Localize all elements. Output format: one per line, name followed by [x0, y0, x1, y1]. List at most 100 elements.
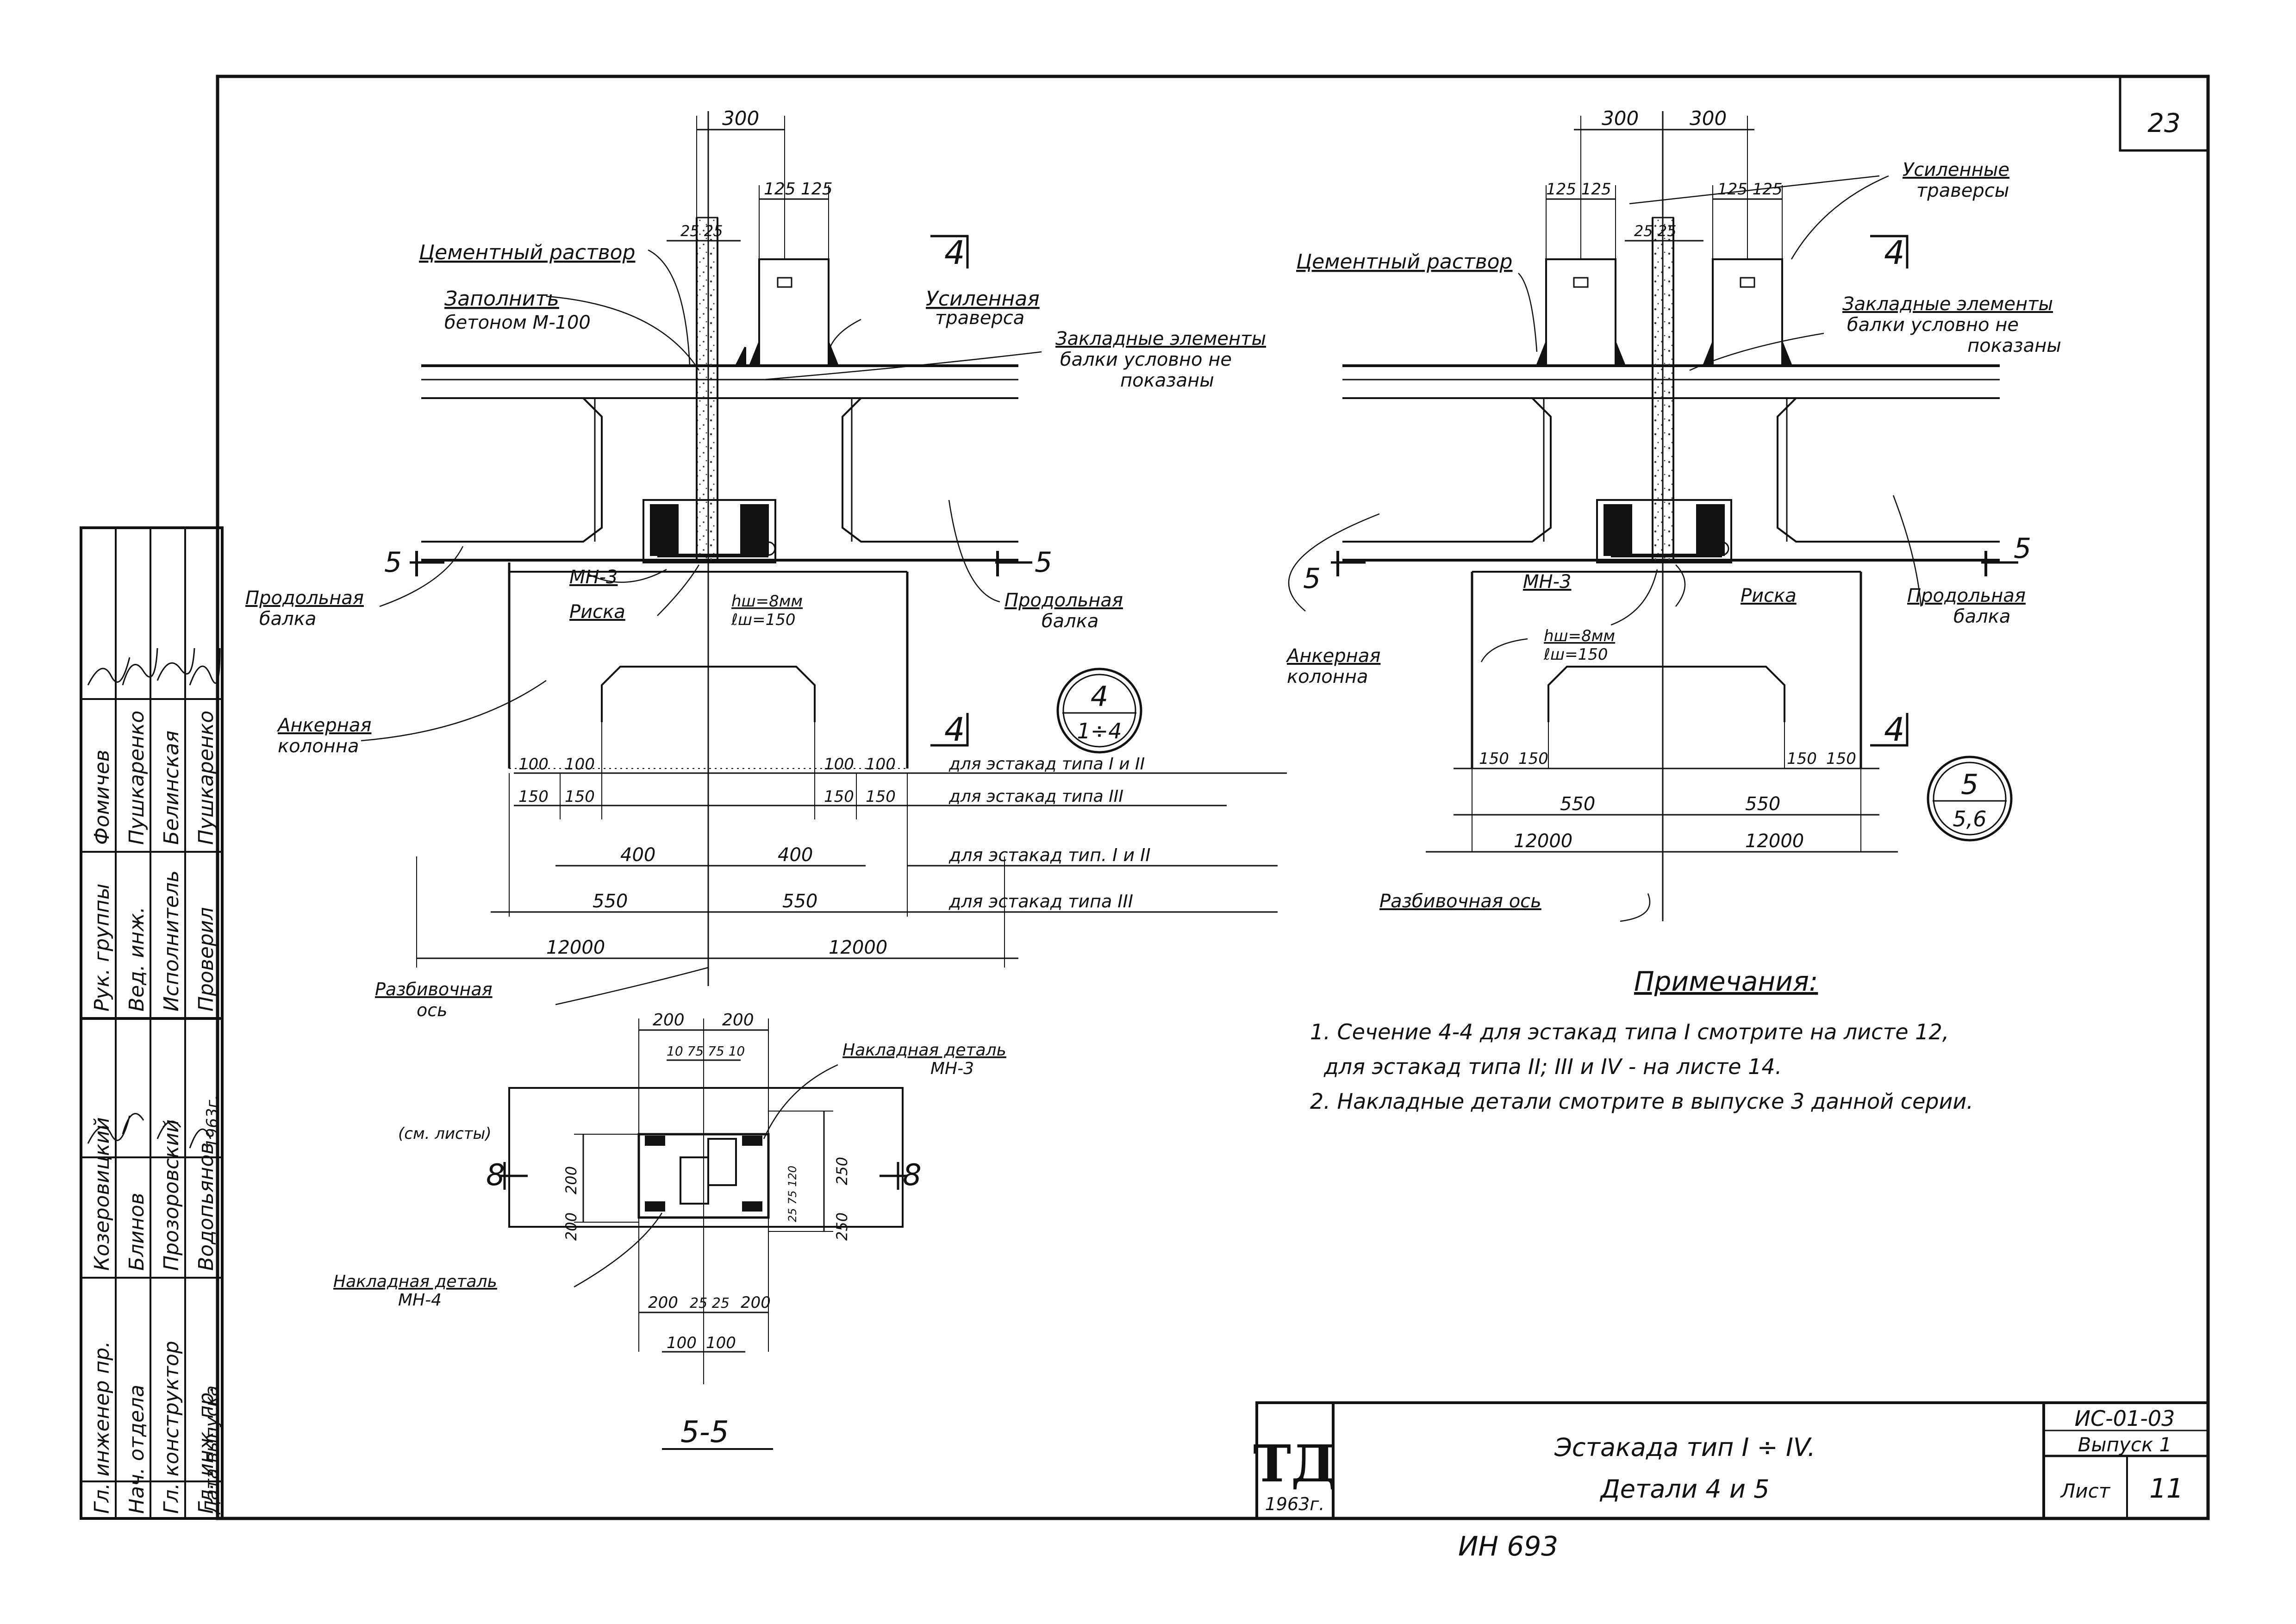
s-dim-200-a: 200 [653, 1011, 685, 1030]
dim-550-2: 550 [782, 891, 817, 912]
section-mark-5-left: 5 [384, 546, 402, 579]
s-mn3-label: Накладная деталь [842, 1041, 1006, 1060]
r-dim-550-1: 550 [1560, 793, 1595, 815]
stamp-name-b1: Фомичев [90, 750, 114, 845]
s-mn3-label-2: МН-3 [930, 1059, 974, 1078]
stamp-name-2: Блинов [125, 1193, 149, 1271]
stamp-name-1: Козеровицкий [90, 1117, 114, 1271]
s-b-25-25: 25 25 [690, 1295, 730, 1312]
r-traverses-label: Усиленные [1903, 159, 2009, 181]
weld-length: ℓш=150 [731, 611, 796, 629]
r-embedded-3: показаны [1967, 335, 2061, 356]
dim-125-a: 125 [764, 180, 796, 199]
cement-mortar-label: Цементный раствор [419, 241, 635, 264]
dim-150-1: 150 [518, 787, 549, 806]
note-2: 2. Накладные детали смотрите в выпуске 3… [1310, 1089, 1973, 1114]
section-mark-4-top: 4 [944, 234, 965, 272]
s-b-200-b: 200 [741, 1293, 771, 1312]
layout-axis-label-2: ось [417, 1000, 448, 1020]
r-circle-den: 5,6 [1953, 806, 1986, 831]
sheet-number: 11 [2149, 1473, 2184, 1504]
r-mn3: МН-3 [1523, 571, 1571, 593]
concrete-fill [696, 217, 718, 563]
section-mark-5-right: 5 [1035, 546, 1052, 579]
r-dim-12000-2: 12000 [1745, 831, 1804, 852]
note-types-3-b: для эстакад типа III [948, 891, 1133, 912]
notes-title: Примечания: [1634, 966, 1818, 997]
note-types-1-2-b: для эстакад тип. I и II [948, 845, 1151, 865]
r-dim-150-3: 150 [1787, 750, 1817, 768]
r-embedded-2: балки условно не [1847, 314, 2019, 336]
dim-150-2: 150 [565, 787, 595, 806]
section-mark-4-bottom: 4 [944, 711, 965, 749]
dim-125-b: 125 [801, 180, 833, 199]
title-block [1255, 1401, 2209, 1520]
issue-label: Выпуск 1 [2078, 1433, 2172, 1456]
embedded-label-3: показаны [1120, 370, 1214, 391]
embedded-label-2: балки условно не [1060, 349, 1232, 370]
note-1-line-1: 1. Сечение 4-4 для эстакад типа I смотри… [1310, 1019, 1949, 1044]
r-section-5-left: 5 [1303, 562, 1321, 595]
r-dim-125-a: 125 125 [1546, 180, 1611, 199]
anchor-column-label: Анкерная [276, 715, 371, 736]
r-dim-150-1: 150 [1479, 750, 1509, 768]
r-cement-mortar: Цементный раствор [1296, 250, 1512, 274]
series-code: ИС-01-03 [2075, 1406, 2175, 1431]
anchor-column-label-2: колонна [278, 736, 359, 757]
s-v-200-a: 200 [562, 1166, 580, 1194]
dim-550-1: 550 [593, 891, 628, 912]
weld-height: hш=8мм [731, 592, 803, 611]
approval-stamp: Гл. инженер пр. Нач. отдела Гл. конструк… [80, 526, 224, 1520]
r-dim-12000-1: 12000 [1514, 831, 1572, 852]
dim-100-2: 100 [565, 755, 595, 774]
s-inner-dims: 25 75 120 [786, 1166, 799, 1222]
stamp-role-b2: Вед. инж. [125, 906, 149, 1012]
right-detail [1288, 111, 2018, 922]
stamp-role-b4: Проверил [194, 907, 218, 1012]
r-long-beam: Продольная [1907, 585, 2026, 606]
title-block-text: ТД 1963г. Эстакада тип I ÷ IV. Детали 4 … [1253, 1406, 2184, 1514]
r-section-4-bottom: 4 [1884, 711, 1905, 749]
r-riska: Риска [1741, 585, 1797, 606]
dim-12000-2: 12000 [829, 937, 887, 958]
s-v-250-b: 250 [833, 1212, 851, 1241]
r-dim-125-b: 125 125 [1717, 180, 1783, 199]
note-types-3-a: для эстакад типа III [948, 787, 1123, 806]
r-dim-150-2: 150 [1518, 750, 1548, 768]
stamp-name-b3: Белинская [160, 731, 183, 845]
r-traverses-label-2: траверсы [1916, 180, 2009, 201]
dim-400-1: 400 [620, 844, 655, 866]
stamp-name-3: Прозоровский [160, 1119, 183, 1271]
stamp-role-2: Нач. отдела [125, 1385, 149, 1514]
left-detail-labels: 300 125 125 25 25 Цементный раствор Запо… [245, 107, 1266, 1020]
stamp-role-5: Дата выпуска [201, 1386, 222, 1515]
page-number: 23 [2147, 108, 2180, 138]
stamp-name-b4: Пушкаренко [194, 711, 218, 845]
stamp-role-b3: Исполнитель [160, 870, 183, 1012]
s-v-250-a: 250 [833, 1157, 851, 1185]
r-dim-300-a: 300 [1602, 107, 1639, 130]
s-b-200-a: 200 [648, 1293, 678, 1312]
logo-year: 1963г. [1265, 1494, 1325, 1514]
s-b-100-a: 100 [667, 1334, 697, 1352]
s-dim-small: 10 75 75 10 [667, 1043, 745, 1059]
s-mn4-label: Накладная деталь [333, 1272, 497, 1291]
s-v-200-b: 200 [562, 1212, 580, 1241]
circle-mark-den: 1÷4 [1077, 718, 1122, 743]
inventory-number: ИН 693 [1458, 1530, 1558, 1562]
r-weld-height: hш=8мм [1544, 627, 1615, 645]
r-section-4-top: 4 [1884, 234, 1905, 272]
riska-label: Риска [569, 601, 625, 623]
drawing-frame [216, 75, 2210, 1520]
dim-100-1: 100 [518, 755, 549, 774]
circle-mark-num: 4 [1091, 681, 1108, 713]
dim-150-4: 150 [866, 787, 896, 806]
r-embedded-1: Закладные элементы [1842, 294, 2053, 315]
stamp-role-b1: Рук. группы [90, 884, 114, 1012]
section-5-5 [500, 1018, 907, 1450]
r-dim-550-2: 550 [1745, 793, 1780, 815]
dim-400-2: 400 [778, 844, 813, 866]
s-mn4-label-2: МН-4 [398, 1291, 442, 1310]
r-dim-300-b: 300 [1690, 107, 1727, 130]
